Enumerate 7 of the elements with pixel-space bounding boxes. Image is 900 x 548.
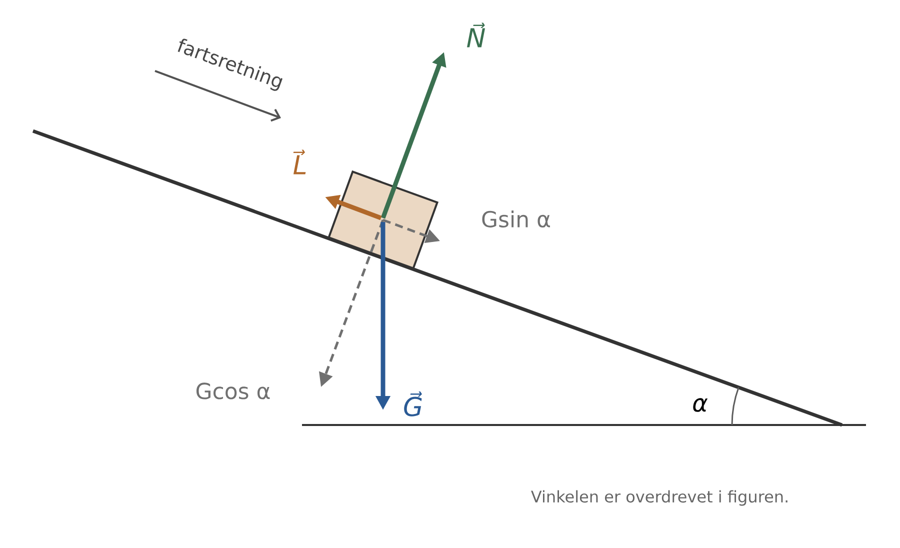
force-label: L⃗ (293, 150, 306, 174)
force-label: Gcos α (196, 382, 270, 400)
angle-label: α (693, 398, 708, 412)
force-label: N⃗ (466, 22, 486, 48)
force-label: Gsin α (482, 210, 550, 228)
force-label: G⃗ (404, 392, 422, 416)
caption-text: Vinkelen er overdrevet i figuren. (531, 490, 788, 506)
